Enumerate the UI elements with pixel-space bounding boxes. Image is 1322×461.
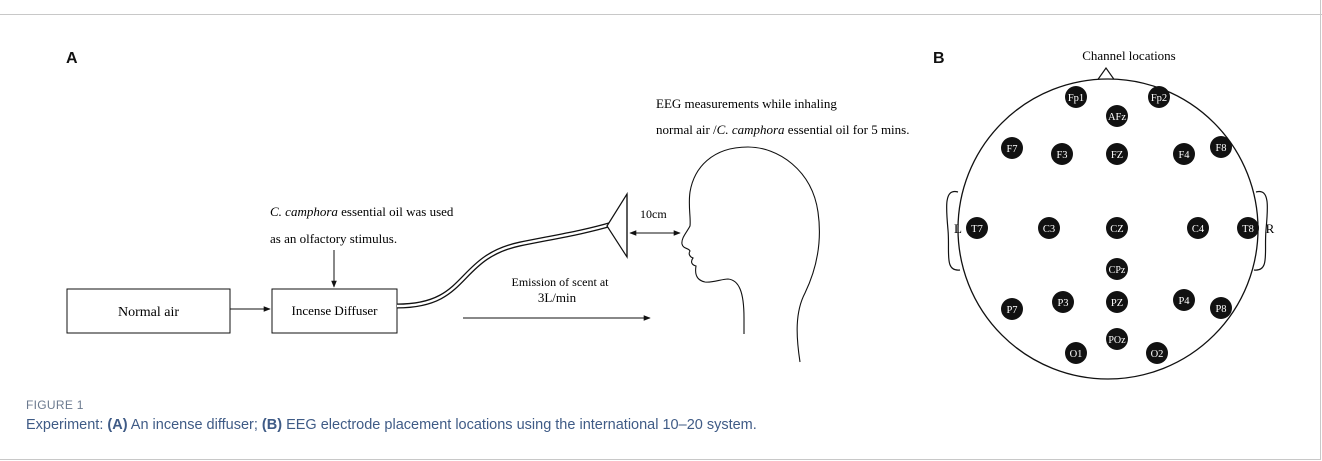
electrode-p8: P8 [1210, 297, 1232, 319]
caption-bold-a: (A) [107, 417, 128, 433]
panel-b-letter: B [933, 50, 945, 67]
panel-b-electrode-map: Channel locations L R Fp1 Fp2 AFz F7 F3 … [945, 48, 1275, 380]
svg-text:FZ: FZ [1111, 150, 1123, 161]
electrode-pz: PZ [1106, 291, 1128, 313]
caption-text-2: An incense diffuser; [127, 417, 262, 433]
svg-text:CZ: CZ [1110, 224, 1123, 235]
stimulus-label-line2: as an olfactory stimulus. [270, 231, 397, 246]
electrode-t7: T7 [966, 217, 988, 239]
svg-text:T7: T7 [971, 224, 983, 235]
emission-line1: Emission of scent at [512, 275, 610, 289]
tube-inner [396, 222, 613, 308]
channel-locations-title: Channel locations [1082, 48, 1176, 63]
electrode-fp1: Fp1 [1065, 86, 1087, 108]
svg-text:C3: C3 [1043, 224, 1055, 235]
caption-bold-b: (B) [261, 417, 283, 433]
electrode-fp2: Fp2 [1148, 86, 1170, 108]
electrode-f8: F8 [1210, 136, 1232, 158]
diffuser-box [271, 288, 398, 334]
distance-label: 10cm [640, 207, 667, 221]
tube-outer [396, 221, 613, 309]
electrode-f3: F3 [1051, 143, 1073, 165]
normal-air-label: Normal air [118, 305, 179, 320]
electrode-fz: FZ [1106, 143, 1128, 165]
emission-line2: 3L/min [538, 290, 577, 305]
electrode-t8: T8 [1237, 217, 1259, 239]
head-profile [681, 146, 820, 363]
svg-text:Fp1: Fp1 [1068, 93, 1084, 104]
electrode-p7: P7 [1001, 298, 1023, 320]
svg-text:PZ: PZ [1111, 298, 1123, 309]
svg-text:Fp2: Fp2 [1151, 93, 1167, 104]
electrode-c3: C3 [1038, 217, 1060, 239]
svg-text:O1: O1 [1070, 349, 1083, 360]
eeg-label-line2: normal air /C. camphora essential oil fo… [656, 122, 909, 137]
electrode-f7: F7 [1001, 137, 1023, 159]
electrode-c4: C4 [1187, 217, 1209, 239]
panel-a-letter: A [66, 50, 78, 67]
figure-label: FIGURE 1 [26, 398, 84, 412]
caption-text-1: Experiment: [26, 417, 108, 433]
electrode-p4: P4 [1173, 289, 1195, 311]
svg-text:P7: P7 [1006, 305, 1017, 316]
electrode-cz: CZ [1106, 217, 1128, 239]
electrode-poz: POz [1106, 328, 1128, 350]
svg-text:P4: P4 [1178, 296, 1190, 307]
svg-text:CPz: CPz [1109, 265, 1126, 276]
electrode-f4: F4 [1173, 143, 1195, 165]
right-label: R [1266, 221, 1275, 236]
electrode-o1: O1 [1065, 342, 1087, 364]
stimulus-label-line1: C. camphora essential oil was used [270, 204, 454, 219]
eeg-label-line1: EEG measurements while inhaling [656, 96, 837, 111]
electrode-p3: P3 [1052, 291, 1074, 313]
svg-text:F4: F4 [1178, 150, 1190, 161]
electrode-o2: O2 [1146, 342, 1168, 364]
svg-text:F8: F8 [1215, 143, 1226, 154]
svg-text:AFz: AFz [1108, 112, 1126, 123]
svg-text:T8: T8 [1242, 224, 1254, 235]
svg-text:O2: O2 [1151, 349, 1164, 360]
inhaler-mask [606, 191, 628, 260]
svg-text:F3: F3 [1056, 150, 1067, 161]
svg-text:C4: C4 [1192, 224, 1205, 235]
diffuser-label: Incense Diffuser [291, 303, 378, 318]
normal-air-box [66, 288, 231, 334]
svg-text:F7: F7 [1006, 144, 1017, 155]
svg-text:P3: P3 [1057, 298, 1068, 309]
figure-caption: Experiment: (A) An incense diffuser; (B)… [26, 417, 757, 433]
svg-text:POz: POz [1108, 335, 1126, 346]
top-rule [0, 14, 1322, 15]
svg-text:P8: P8 [1215, 304, 1226, 315]
right-ear [1253, 190, 1269, 271]
electrode-group: Fp1 Fp2 AFz F7 F3 FZ F4 F8 T7 C3 CZ C4 T… [966, 86, 1259, 364]
left-label: L [954, 221, 962, 236]
left-ear [945, 190, 961, 271]
caption-text-3: EEG electrode placement locations using … [282, 417, 757, 433]
electrode-cpz: CPz [1106, 258, 1128, 280]
electrode-afz: AFz [1106, 105, 1128, 127]
panel-a-diagram: Normal air Incense Diffuser C. camphora … [66, 96, 909, 363]
